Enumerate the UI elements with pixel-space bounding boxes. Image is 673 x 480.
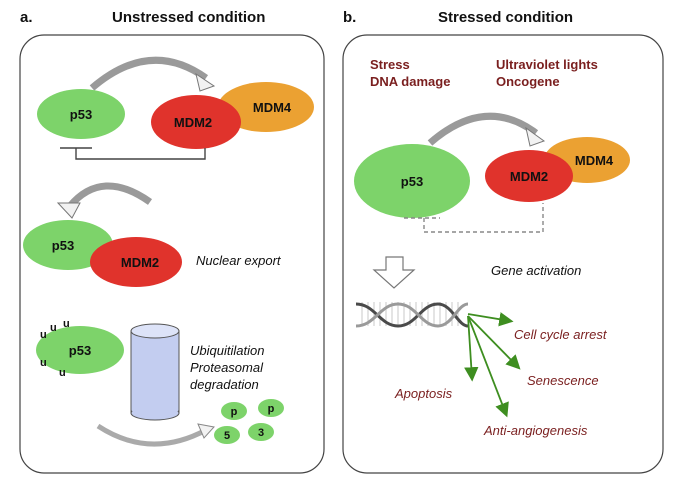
arrow-apoptosis [464, 315, 479, 382]
mdm4-label-stressed: MDM4 [575, 153, 614, 168]
apoptosis-text: Apoptosis [394, 386, 453, 401]
fragment-3-label: 3 [258, 427, 264, 439]
panel-a-title: Unstressed condition [112, 9, 265, 26]
ubiquitin-tag-5: u [59, 367, 66, 379]
mdm2-label: MDM2 [174, 115, 212, 130]
dna-helix-icon [355, 302, 469, 328]
mdm2-label-stressed: MDM2 [510, 169, 548, 184]
panel-a-letter: a. [20, 9, 33, 26]
proteasomal-text: Proteasomal [190, 360, 264, 375]
inhibition-bracket-a [60, 147, 206, 160]
binding-curved-arrow-a [89, 56, 216, 92]
outcome-arrows [464, 312, 521, 418]
fragment-p-2-label: p [268, 403, 275, 415]
oncogene-text: Oncogene [496, 74, 560, 89]
cell-cycle-arrest-text: Cell cycle arrest [514, 327, 608, 342]
fragment-5-label: 5 [224, 430, 230, 442]
ubiquitin-tag-1: u [40, 329, 47, 341]
ubiquitilation-text: Ubiquitilation [190, 343, 264, 358]
ubiquitin-tag-2: u [50, 322, 57, 334]
proteasome-cylinder [130, 323, 180, 421]
stress-text: Stress [370, 57, 410, 72]
fragment-p-1-label: p [231, 406, 238, 418]
gene-activation-arrow [372, 256, 416, 289]
ubiquitin-tag-4: u [40, 357, 47, 369]
anti-angiogenesis-text: Anti-angiogenesis [483, 423, 588, 438]
binding-curved-arrow-b [427, 112, 546, 147]
fragment-p-1 [221, 402, 247, 420]
p53-ellipse-stressed [354, 144, 470, 218]
panel-b-letter: b. [343, 9, 356, 26]
dna-damage-text: DNA damage [370, 74, 450, 89]
mdm4-ellipse [218, 82, 314, 132]
fragment-p-2 [258, 399, 284, 417]
ub-p53-label: p53 [69, 343, 91, 358]
ub-p53-ellipse [36, 326, 124, 374]
panel-a-frame [19, 34, 325, 474]
inhibition-bracket-b [404, 203, 544, 233]
p53-label-stressed: p53 [401, 174, 423, 189]
mdm4-label: MDM4 [253, 100, 292, 115]
export-p53-ellipse [23, 220, 113, 270]
mdm2-ellipse [151, 95, 241, 149]
export-curved-arrow [56, 182, 153, 219]
p53-ellipse [37, 89, 125, 139]
mdm2-ellipse-stressed [485, 150, 573, 202]
export-mdm2-label: MDM2 [121, 255, 159, 270]
export-mdm2-ellipse [90, 237, 182, 287]
fragment-3 [248, 423, 274, 441]
arrow-senescence [467, 315, 521, 370]
fragment-5 [214, 426, 240, 444]
panel-b-title: Stressed condition [438, 9, 573, 26]
p53-label: p53 [70, 107, 92, 122]
export-p53-label: p53 [52, 238, 74, 253]
nuclear-export-text: Nuclear export [196, 253, 282, 268]
gene-activation-text: Gene activation [491, 263, 581, 278]
arrow-anti-angiogenesis [467, 315, 509, 418]
degradation-arrow [96, 423, 215, 447]
ubiquitin-tag-3: u [63, 318, 70, 330]
panel-b-frame [342, 34, 664, 474]
senescence-text: Senescence [527, 373, 599, 388]
arrow-cell-cycle-arrest [467, 312, 514, 327]
degradation-text: degradation [190, 377, 259, 392]
ultraviolet-text: Ultraviolet lights [496, 57, 598, 72]
